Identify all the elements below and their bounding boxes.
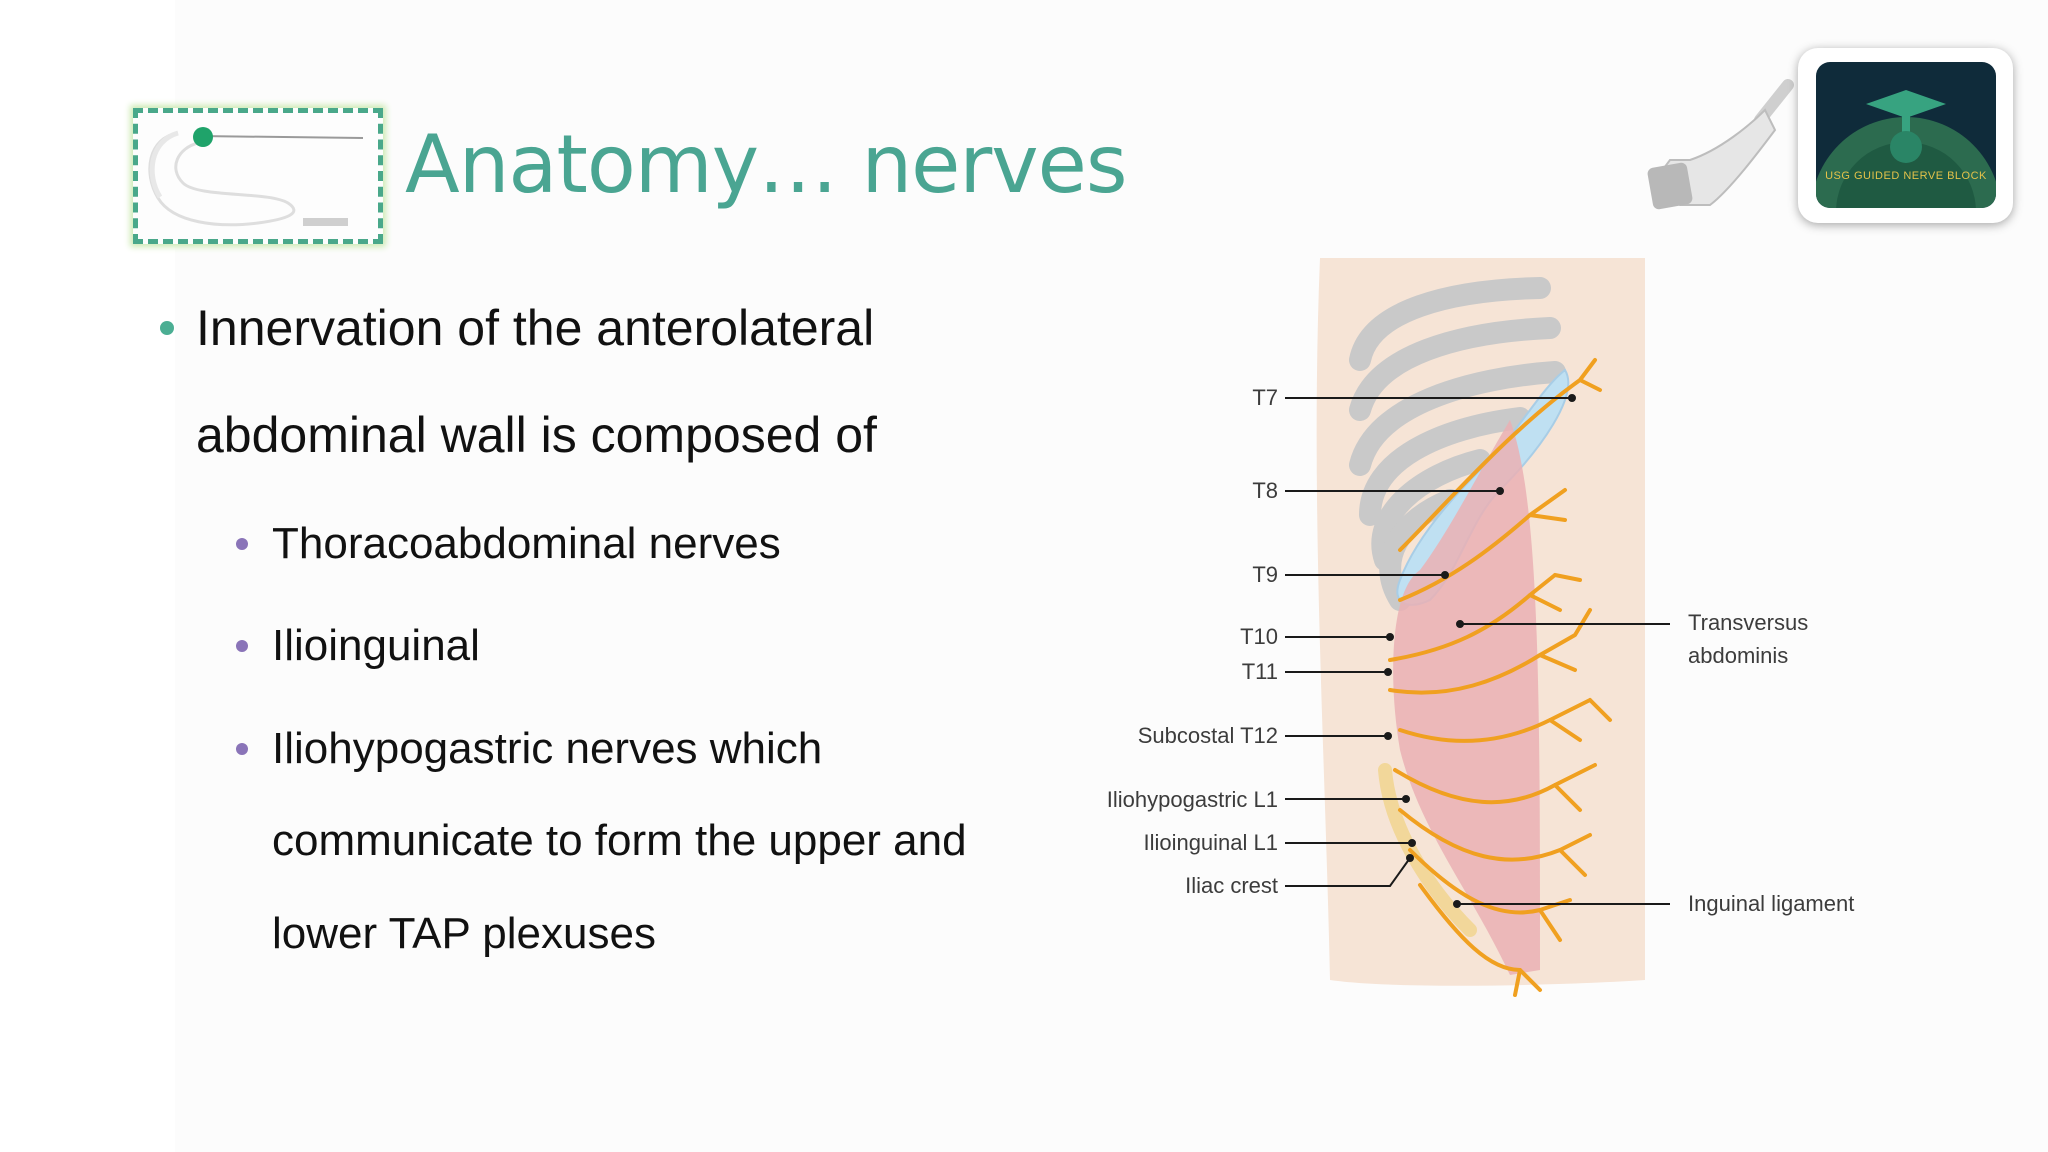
bullet-marker <box>160 321 174 335</box>
leader-lines <box>1285 394 1670 908</box>
sub-bullet-text: Thoracoabdominal nerves <box>272 519 781 568</box>
label-t10: T10 <box>1240 624 1278 649</box>
label-iliohypogastric-l1: Iliohypogastric L1 <box>1106 787 1278 812</box>
label-iliac-crest: Iliac crest <box>1185 873 1278 898</box>
sub-bullet-marker <box>236 743 248 755</box>
label-ilioinguinal-l1: Ilioinguinal L1 <box>1143 830 1278 855</box>
sub-bullet-marker <box>236 640 248 652</box>
iliac-crest <box>1378 763 1477 937</box>
page-title: Anatomy… nerves <box>405 118 1128 211</box>
sub-bullet-text: Ilioinguinal <box>272 621 480 670</box>
logo-caption: USG GUIDED NERVE BLOCK <box>1825 170 1987 182</box>
label-t8: T8 <box>1252 478 1278 503</box>
label-t9: T9 <box>1252 562 1278 587</box>
sub-bullet-text: Iliohypogastric nerves which <box>272 724 823 773</box>
sub-bullet-text: lower TAP plexuses <box>272 909 656 958</box>
transversus-abdominis-muscle <box>1393 420 1540 975</box>
nerves <box>1388 358 1612 997</box>
needle-catheter-image <box>133 108 383 244</box>
bullet-text: abdominal wall is composed of <box>196 407 877 463</box>
label-t11: T11 <box>1241 659 1278 684</box>
label-transversus: Transversus <box>1688 610 1809 635</box>
course-logo: USG GUIDED NERVE BLOCK <box>1640 40 2025 230</box>
slide-background <box>175 0 2048 1152</box>
logo-screen: USG GUIDED NERVE BLOCK <box>1816 62 1996 208</box>
label-subcostal-t12: Subcostal T12 <box>1137 723 1278 748</box>
bullet-text: Innervation of the anterolateral <box>196 300 875 356</box>
label-inguinal-ligament: Inguinal ligament <box>1688 891 1855 916</box>
label-abdominis: abdominis <box>1688 643 1789 668</box>
sub-bullet-text: communicate to form the upper and <box>272 816 967 865</box>
ultrasound-probe-icon <box>1647 79 1794 210</box>
abdominal-wall-nerve-diagram: T7 T8 T9 T10 T11 Subcostal T12 Iliohypog… <box>1070 250 1920 1000</box>
label-t7: T7 <box>1252 385 1278 410</box>
sub-bullet-marker <box>236 538 248 550</box>
